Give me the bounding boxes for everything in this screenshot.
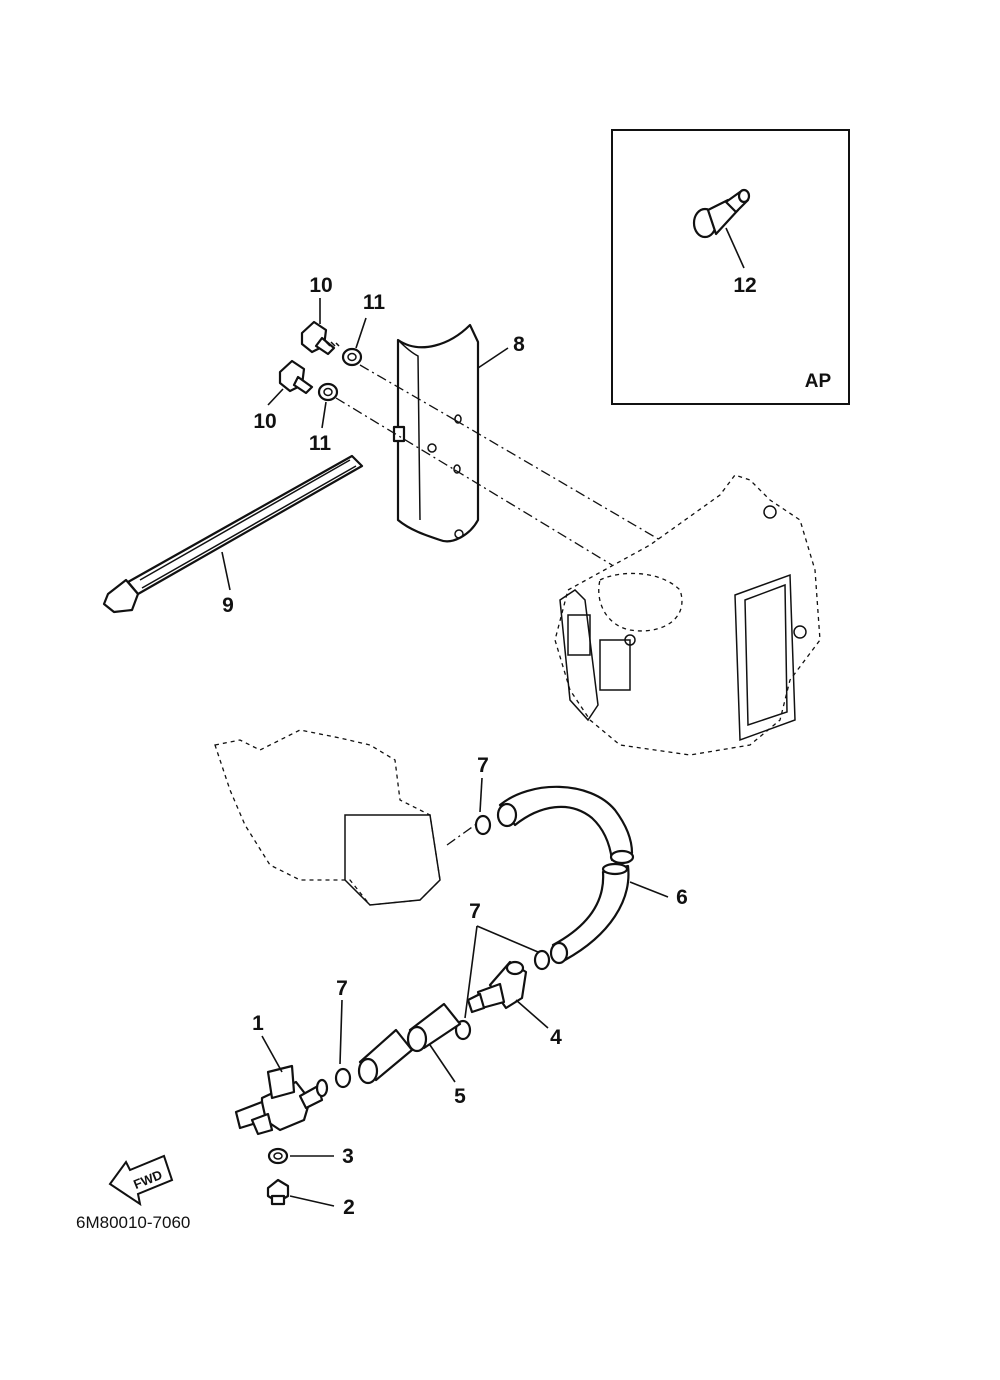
callout-7-left: 7: [336, 977, 348, 1000]
washer-3: [267, 1147, 289, 1165]
washer-11-upper: [341, 347, 363, 367]
bolt-10-lower: [278, 359, 314, 395]
callout-5: 5: [454, 1085, 466, 1108]
bolt-10-upper: [300, 320, 340, 356]
callout-12: 12: [733, 274, 756, 297]
callout-7-middle: 7: [469, 900, 481, 923]
callout-3: 3: [342, 1145, 354, 1168]
callout-8: 8: [513, 333, 525, 356]
part-12-fitting: [692, 188, 751, 239]
fuel-cock-1: [234, 1064, 329, 1136]
hose-6: [496, 785, 635, 965]
inset-label: AP: [805, 371, 832, 392]
plate-8: [392, 323, 480, 543]
callout-7-top: 7: [477, 754, 489, 777]
washer-11-lower: [317, 382, 339, 402]
callout-2: 2: [343, 1196, 355, 1219]
clip-7-top: [474, 814, 492, 836]
cylinder-block: [554, 474, 821, 756]
callout-6: 6: [676, 886, 688, 909]
fwd-arrow-icon: FWD: [108, 1154, 174, 1207]
fuel-filter-4: [466, 960, 528, 1014]
callout-4: 4: [550, 1026, 562, 1049]
inset-box: 12 AP: [611, 129, 850, 405]
hose-5: [357, 1002, 462, 1085]
cable-tie-9: [102, 454, 364, 614]
clip-7-left: [334, 1067, 352, 1089]
callout-11-upper: 11: [363, 291, 386, 314]
callout-10-lower: 10: [253, 410, 276, 433]
drawing-code: 6M80010-7060: [76, 1213, 191, 1232]
callout-1: 1: [252, 1012, 264, 1035]
callout-10-upper: 10: [309, 274, 332, 297]
callout-11-lower: 11: [309, 432, 332, 455]
clip-7-middle: [533, 949, 551, 971]
screw-2: [266, 1178, 290, 1206]
carburetor: [214, 729, 441, 906]
callout-9: 9: [222, 594, 234, 617]
